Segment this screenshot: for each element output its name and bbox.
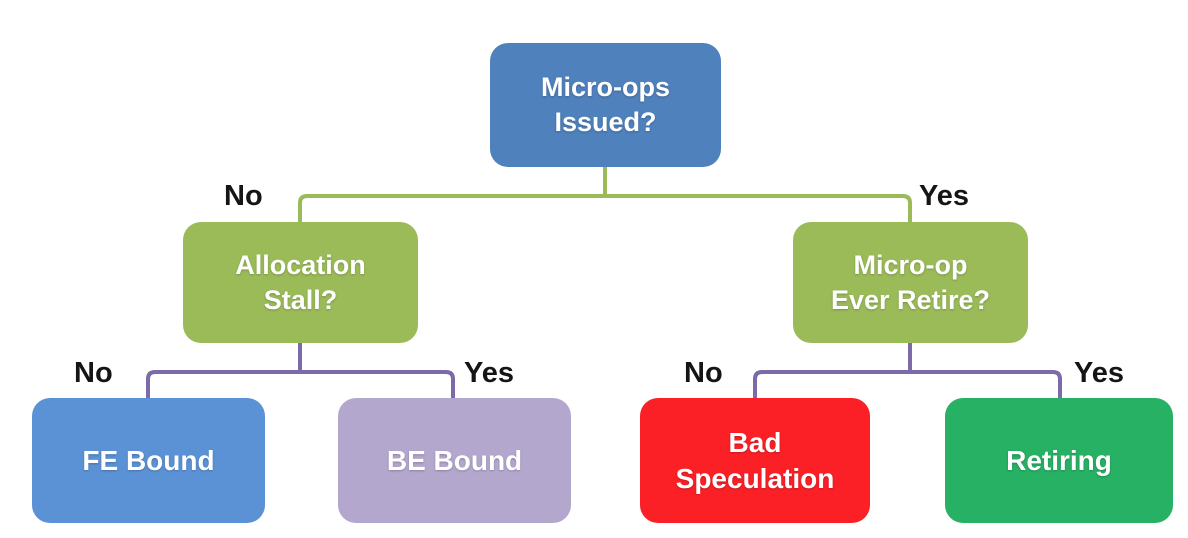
edge-label-retire-no: No (684, 357, 723, 389)
node-retiring: Retiring (945, 398, 1173, 523)
edge-label-alloc-no: No (74, 357, 113, 389)
node-bad-speculation: Bad Speculation (640, 398, 870, 523)
node-allocation-stall: Allocation Stall? (183, 222, 418, 343)
edge-label-root-yes: Yes (919, 180, 969, 212)
node-be-bound: BE Bound (338, 398, 571, 523)
connector-retire-branch (753, 343, 1062, 398)
edge-label-alloc-yes: Yes (464, 357, 514, 389)
node-micro-op-ever-retire: Micro-op Ever Retire? (793, 222, 1028, 343)
connector-root-branch (298, 167, 912, 222)
node-fe-bound: FE Bound (32, 398, 265, 523)
edge-label-retire-yes: Yes (1074, 357, 1124, 389)
connector-alloc-branch (146, 343, 455, 398)
edge-label-root-no: No (224, 180, 263, 212)
node-micro-ops-issued: Micro-ops Issued? (490, 43, 721, 167)
